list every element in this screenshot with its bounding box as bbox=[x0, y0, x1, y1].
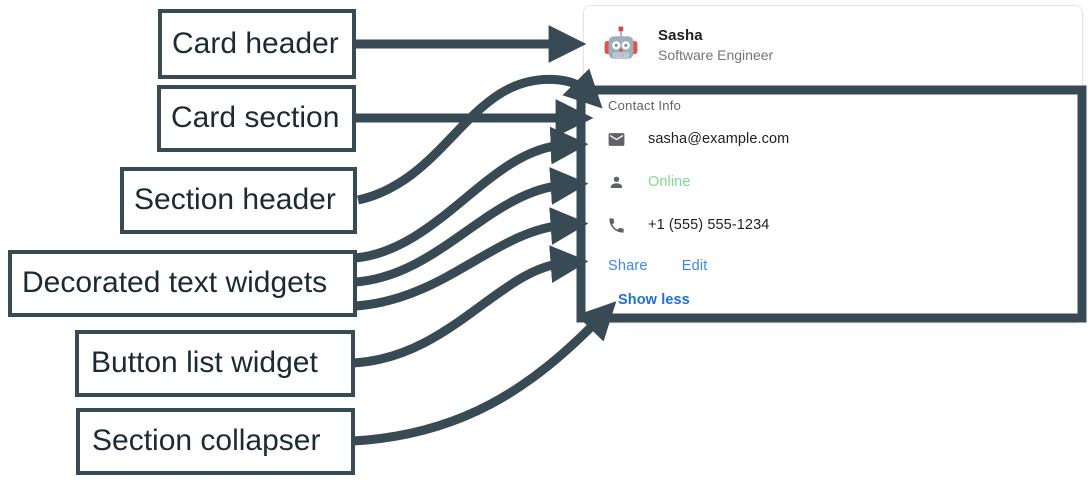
label-card-section: Card section bbox=[157, 85, 356, 152]
label-button-list-widget: Button list widget bbox=[75, 330, 355, 397]
card-header-subtitle: Software Engineer bbox=[658, 47, 774, 63]
label-section-collapser-text: Section collapser bbox=[92, 424, 320, 457]
profile-card: Sasha Software Engineer Contact Info sas… bbox=[583, 5, 1083, 323]
show-less-button[interactable]: Show less bbox=[618, 292, 690, 308]
edit-button[interactable]: Edit bbox=[681, 258, 708, 274]
text-widget-phone-value: +1 (555) 555-1234 bbox=[648, 217, 770, 233]
label-button-list-widget-text: Button list widget bbox=[91, 346, 318, 379]
label-section-collapser: Section collapser bbox=[76, 408, 355, 475]
text-widget-status-value: Online bbox=[648, 174, 691, 190]
mail-icon bbox=[606, 129, 626, 149]
text-widget-status: Online bbox=[606, 172, 1060, 192]
card-section: Contact Info sasha@example.com Online bbox=[584, 82, 1082, 319]
label-section-header: Section header bbox=[120, 167, 357, 234]
card-header-title: Sasha bbox=[658, 27, 703, 44]
arrow-section-header bbox=[357, 68, 603, 205]
button-list-widget: Share Edit bbox=[608, 258, 1060, 274]
label-card-header-text: Card header bbox=[172, 27, 339, 60]
label-decorated-text-widgets-text: Decorated text widgets bbox=[22, 266, 327, 299]
robot-avatar-icon bbox=[600, 24, 642, 66]
text-widget-email: sasha@example.com bbox=[606, 129, 1060, 149]
phone-icon bbox=[606, 215, 626, 235]
label-section-header-text: Section header bbox=[134, 183, 336, 216]
arrow-section-collapser bbox=[352, 301, 617, 446]
card-header: Sasha Software Engineer bbox=[584, 6, 1082, 82]
share-button[interactable]: Share bbox=[608, 258, 648, 274]
section-header: Contact Info bbox=[608, 98, 682, 113]
label-decorated-text-widgets: Decorated text widgets bbox=[8, 250, 357, 317]
arrow-text-widget-status bbox=[354, 167, 589, 287]
card-header-text: Sasha Software Engineer bbox=[658, 27, 773, 63]
arrow-text-widget-email bbox=[354, 126, 589, 263]
label-card-section-text: Card section bbox=[171, 101, 339, 134]
arrow-text-widget-phone bbox=[354, 207, 589, 311]
person-icon bbox=[606, 172, 626, 192]
section-collapser: Show less bbox=[618, 291, 1060, 309]
arrow-button-list bbox=[352, 245, 589, 368]
text-widget-phone: +1 (555) 555-1234 bbox=[606, 215, 1060, 235]
text-widget-email-value: sasha@example.com bbox=[648, 131, 790, 147]
label-card-header: Card header bbox=[158, 9, 356, 79]
